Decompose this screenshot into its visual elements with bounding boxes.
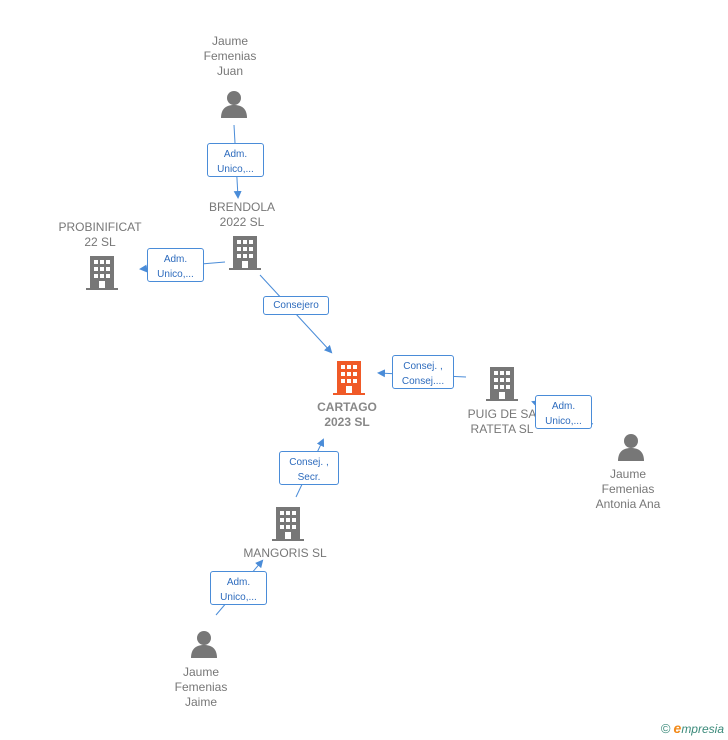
relation-label-consejero[interactable]: Consejero (263, 296, 329, 315)
person-icon[interactable] (189, 629, 219, 659)
relation-label-adm-unico[interactable]: Adm. Unico,... (207, 143, 264, 177)
node-label-jaume-femenias-antonia-ana[interactable]: Jaume Femenias Antonia Ana (595, 467, 661, 511)
building-icon[interactable] (272, 507, 304, 541)
node-label-puig-de-sa-rateta[interactable]: PUIG DE SA RATETA SL (467, 407, 537, 436)
building-icon[interactable] (229, 236, 261, 270)
relation-label-consej-secr[interactable]: Consej. , Secr. (279, 451, 339, 485)
empresia-logo: ©empresia (660, 720, 724, 736)
relation-label-adm-unico[interactable]: Adm. Unico,... (147, 248, 204, 282)
building-icon-main[interactable] (333, 361, 365, 395)
node-label-cartago[interactable]: CARTAGO 2023 SL (317, 400, 377, 429)
node-label-jaume-femenias-juan[interactable]: Jaume Femenias Juan (203, 34, 257, 78)
relation-label-adm-unico[interactable]: Adm. Unico,... (210, 571, 267, 605)
relation-label-consej-consej[interactable]: Consej. , Consej.... (392, 355, 454, 389)
node-label-probinificat[interactable]: PROBINIFICAT 22 SL (58, 220, 142, 249)
person-icon[interactable] (616, 432, 646, 462)
building-icon[interactable] (86, 256, 118, 290)
node-label-brendola[interactable]: BRENDOLA 2022 SL (208, 200, 276, 229)
node-label-mangoris[interactable]: MANGORIS SL (243, 546, 327, 560)
node-label-jaume-femenias-jaime[interactable]: Jaume Femenias Jaime (174, 665, 228, 709)
building-icon[interactable] (486, 367, 518, 401)
person-icon[interactable] (219, 89, 249, 119)
copyright-icon: © (660, 721, 671, 736)
relation-label-adm-unico[interactable]: Adm. Unico,... (535, 395, 592, 429)
